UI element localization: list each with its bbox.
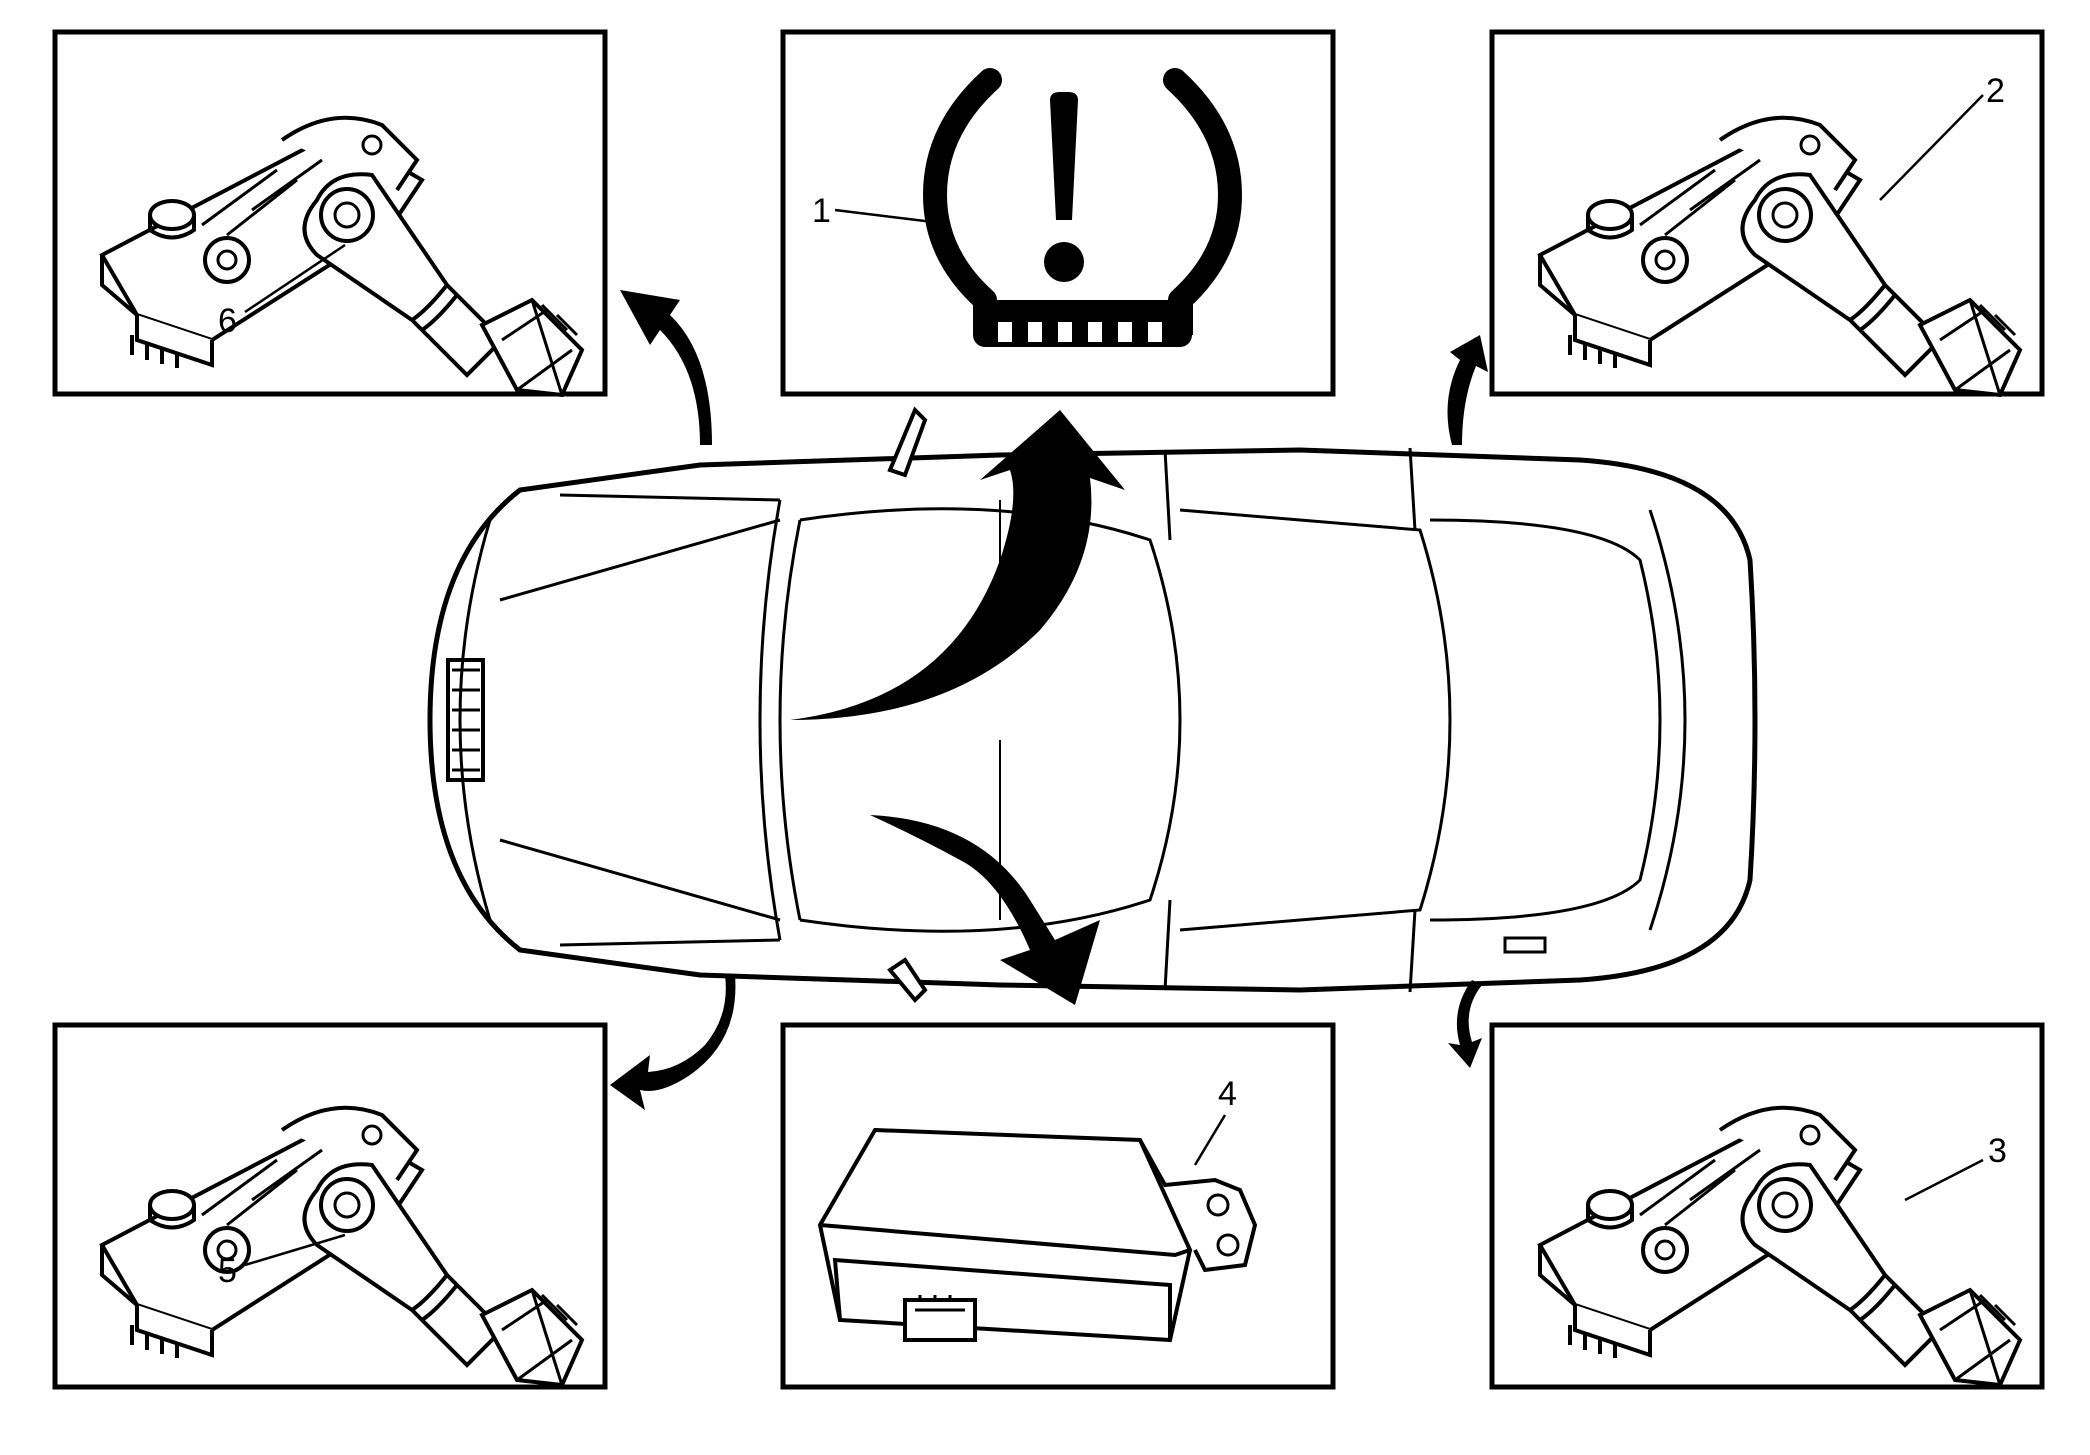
callout-6: 6	[218, 302, 237, 340]
leader-lines	[244, 94, 1984, 1267]
callout-2: 2	[1986, 72, 2005, 110]
callout-5: 5	[218, 1252, 237, 1290]
callout-4: 4	[1218, 1075, 1237, 1113]
callout-3: 3	[1988, 1132, 2007, 1170]
control-module-icon	[817, 1127, 1258, 1343]
tire-pressure-warning-icon	[923, 68, 1242, 347]
callout-1: 1	[812, 192, 831, 230]
curved-arrow-icon	[610, 290, 1488, 1110]
vehicle-top-view-icon	[427, 406, 1758, 1003]
